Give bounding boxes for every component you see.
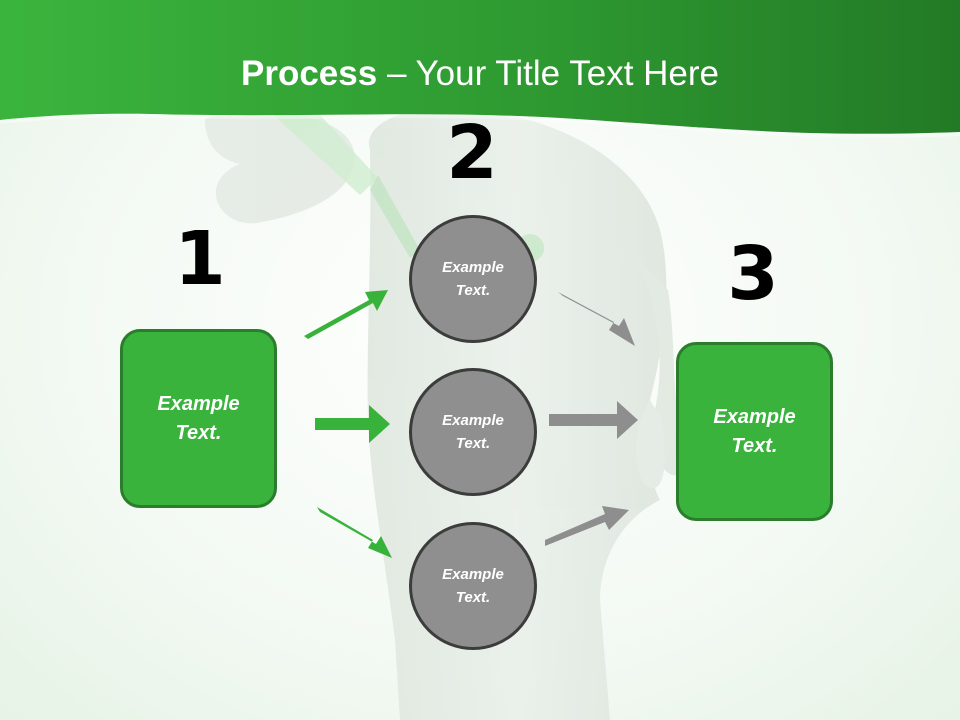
step-number-3: 3 — [727, 231, 779, 317]
circle-middle-text: Example Text. — [442, 412, 504, 452]
green-arrow-down — [317, 507, 392, 558]
circle-bottom-text: Example Text. — [442, 566, 504, 606]
circle-step-bottom: Example Text. — [409, 522, 537, 650]
gray-arrow-up — [545, 506, 629, 546]
title-bold-part: Process — [241, 54, 378, 93]
left-process-box: Example Text. — [120, 329, 277, 508]
circle-step-top: Example Text. — [409, 215, 537, 343]
green-arrow-up — [304, 290, 388, 339]
slide-title: Process – Your Title Text Here — [0, 52, 960, 96]
step-number-2: 2 — [446, 110, 498, 196]
header-band — [0, 0, 960, 134]
title-rest: – Your Title Text Here — [377, 54, 719, 93]
circle-step-middle: Example Text. — [409, 368, 537, 496]
right-process-box: Example Text. — [676, 342, 833, 521]
gray-arrow-down — [558, 292, 635, 346]
step-number-1: 1 — [174, 216, 226, 302]
green-arrow-right — [315, 405, 390, 443]
right-box-text: Example Text. — [713, 405, 796, 457]
circle-top-text: Example Text. — [442, 259, 504, 299]
left-box-text: Example Text. — [157, 392, 240, 444]
gray-arrow-right — [549, 401, 638, 439]
